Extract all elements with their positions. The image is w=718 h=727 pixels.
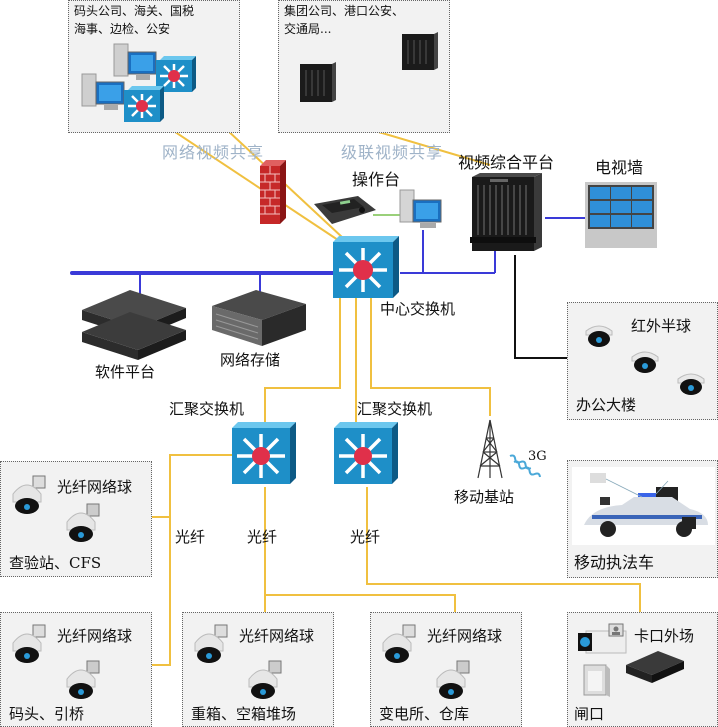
site-zone-substation: 光纤网络球 变电所、仓库: [370, 612, 522, 727]
face-recognition-icon: [608, 623, 624, 637]
nvr-recorder-icon: [626, 651, 684, 683]
remote-zone-left-line1: 码头公司、海关、国税: [74, 4, 195, 18]
fiber-central-to-basestation: [370, 296, 491, 416]
site-zone-pier: 光纤网络球 码头、引桥: [0, 612, 152, 727]
switch-icon: [124, 86, 164, 122]
infrared-dome-label: 红外半球: [631, 317, 692, 335]
software-platform-label: 软件平台: [95, 363, 156, 381]
fiber-agg-right-to-gate: [366, 487, 641, 612]
office-building-zone: 红外半球 办公大楼: [567, 302, 718, 420]
vehicle-image: [572, 467, 715, 545]
network-storage-icon: [212, 290, 306, 346]
signal-3g-label: 3G: [528, 449, 547, 464]
site-zone-yard: 光纤网络球 重箱、空箱堆场: [182, 612, 334, 727]
site-gate-camera-label: 卡口外场: [634, 627, 695, 645]
fiber-agg-left-to-yard: [264, 487, 456, 612]
wireless-signal-icon: [509, 454, 541, 478]
site-yard-location-label: 重箱、空箱堆场: [191, 705, 297, 723]
mobile-vehicle-zone: 移动执法车: [567, 460, 718, 578]
hd-dome-camera-icon: [436, 660, 470, 699]
video-platform-chassis-icon: [470, 173, 542, 251]
dome-camera-icon: [631, 351, 659, 373]
fiber-central-to-agg-left: [264, 296, 341, 422]
base-station-tower-icon: [477, 419, 503, 479]
rack-server-icon: [300, 62, 336, 102]
site-zone-gate: 卡口外场 闸口: [567, 612, 718, 727]
ptz-dome-camera-icon: [194, 624, 228, 663]
ptz-dome-camera-icon: [382, 624, 416, 663]
fiber-label-2: 光纤: [247, 528, 278, 546]
site-pier-location-label: 码头、引桥: [9, 705, 85, 723]
site-gate-location-label: 闸口: [574, 705, 605, 723]
fiber-agg-left-to-sites: [152, 454, 232, 666]
office-building-label: 办公大楼: [576, 396, 637, 414]
police-car-icon: [584, 473, 708, 537]
fiber-label-3: 光纤: [350, 528, 381, 546]
network-video-share-label: 网络视频共享: [162, 143, 265, 162]
gate-barrier-icon: [583, 664, 610, 697]
dome-camera-icon: [677, 373, 705, 395]
agg-switch-right-label: 汇聚交换机: [357, 400, 433, 418]
site-substation-camera-label: 光纤网络球: [427, 627, 503, 645]
site-substation-location-label: 变电所、仓库: [379, 705, 470, 723]
dome-camera-icon: [585, 325, 613, 347]
desktop-pc-icon: [81, 73, 125, 110]
remote-zone-right-line1: 集团公司、港口公安、: [284, 4, 405, 18]
hd-dome-camera-icon: [66, 660, 100, 699]
hd-dome-camera-icon: [66, 503, 100, 542]
link-platform-to-office: [514, 255, 568, 359]
remote-zone-left-line2: 海事、边检、公安: [74, 22, 171, 36]
tv-wall: [585, 182, 657, 248]
agg-switch-left-icon: [232, 422, 296, 484]
switch-icon: [156, 56, 196, 92]
control-keyboard-icon: [314, 196, 376, 224]
ptz-dome-camera-icon: [12, 624, 46, 663]
fiber-link-left-zone-a: [144, 111, 339, 241]
agg-switch-right-icon: [334, 422, 398, 484]
video-platform-label: 视频综合平台: [458, 153, 555, 172]
fiber-label-1: 光纤: [175, 528, 206, 546]
site-yard-camera-label: 光纤网络球: [239, 627, 315, 645]
desktop-pc-icon: [113, 43, 157, 80]
console-pc-icon: [399, 189, 442, 228]
hd-dome-camera-icon: [248, 660, 282, 699]
remote-zone-right-line2: 交通局...: [284, 22, 332, 36]
firewall-icon: [260, 160, 286, 224]
site-cfs-camera-label: 光纤网络球: [57, 478, 133, 496]
cascade-video-share-label: 级联视频共享: [341, 143, 444, 162]
site-pier-camera-label: 光纤网络球: [57, 627, 133, 645]
base-station-label: 移动基站: [454, 488, 515, 506]
console-label: 操作台: [352, 170, 401, 189]
site-zone-cfs: 光纤网络球 查验站、CFS: [0, 461, 152, 577]
mobile-vehicle-label: 移动执法车: [574, 553, 655, 572]
agg-switch-left-label: 汇聚交换机: [169, 400, 245, 418]
site-cfs-location-label: 查验站、CFS: [9, 554, 102, 572]
rack-server-icon: [402, 32, 438, 70]
ptz-dome-camera-icon: [12, 475, 46, 514]
central-switch-icon: [333, 236, 399, 298]
tv-wall-screens-icon: [588, 185, 654, 229]
central-switch-label: 中心交换机: [380, 300, 456, 318]
network-storage-label: 网络存储: [220, 351, 281, 369]
software-platform-server-icon: [82, 290, 186, 360]
tv-wall-label: 电视墙: [595, 158, 644, 177]
